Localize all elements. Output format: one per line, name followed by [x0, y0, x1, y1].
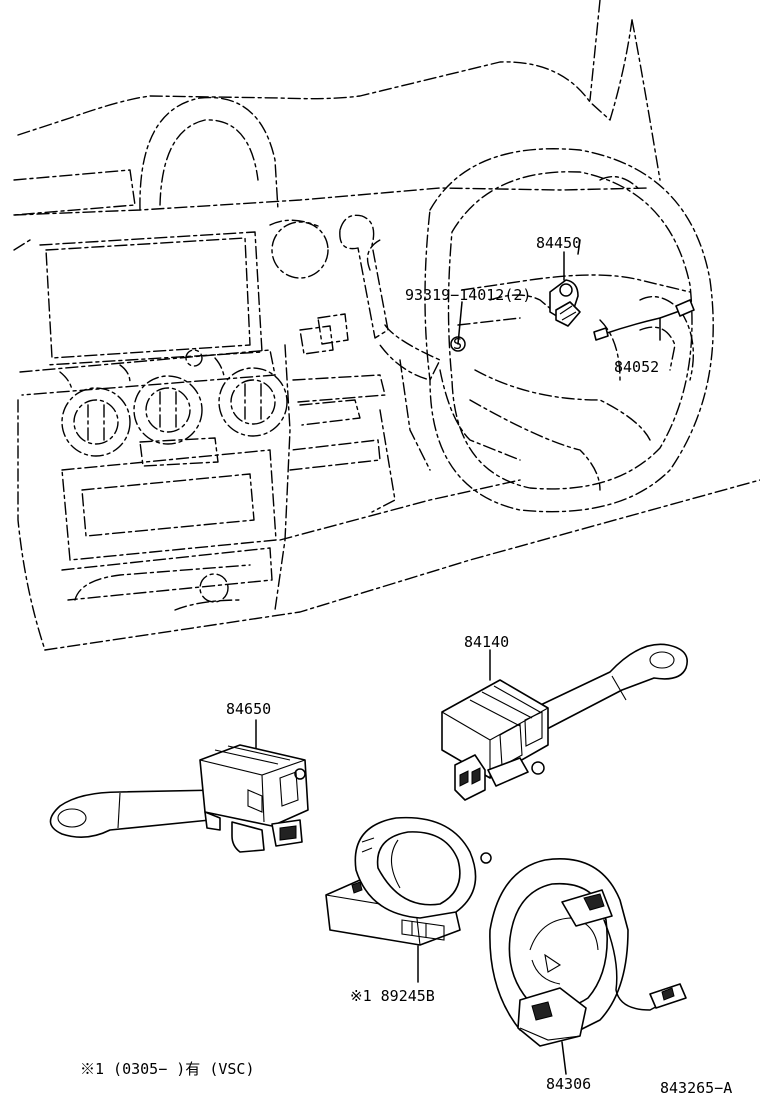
- label-89245B: ※1 89245B: [350, 987, 435, 1005]
- screw-mark-text: S: [453, 335, 462, 353]
- leader-84450: [577, 239, 581, 255]
- label-84140: 84140: [464, 633, 509, 651]
- part-84306: [489, 858, 687, 1075]
- drawing-number: 843265−A: [660, 1079, 732, 1097]
- screw-symbol: S: [450, 301, 466, 353]
- label-93319-14012: 93319−14012(2): [405, 286, 531, 304]
- steering-wheel: [424, 148, 714, 513]
- label-84052: 84052: [614, 358, 659, 376]
- label-84306: 84306: [546, 1075, 591, 1093]
- part-84450: [549, 251, 581, 327]
- part-89245B: [325, 816, 492, 983]
- label-84450: 84450: [536, 234, 581, 252]
- part-84650: [49, 719, 309, 853]
- footnote-text: ※1 (0305− )有 (VSC): [80, 1060, 255, 1078]
- dashboard-outline: [13, 0, 760, 651]
- part-84140: [441, 643, 688, 801]
- label-84650: 84650: [226, 700, 271, 718]
- part-84052: [593, 299, 695, 341]
- shift-lever: [339, 214, 441, 381]
